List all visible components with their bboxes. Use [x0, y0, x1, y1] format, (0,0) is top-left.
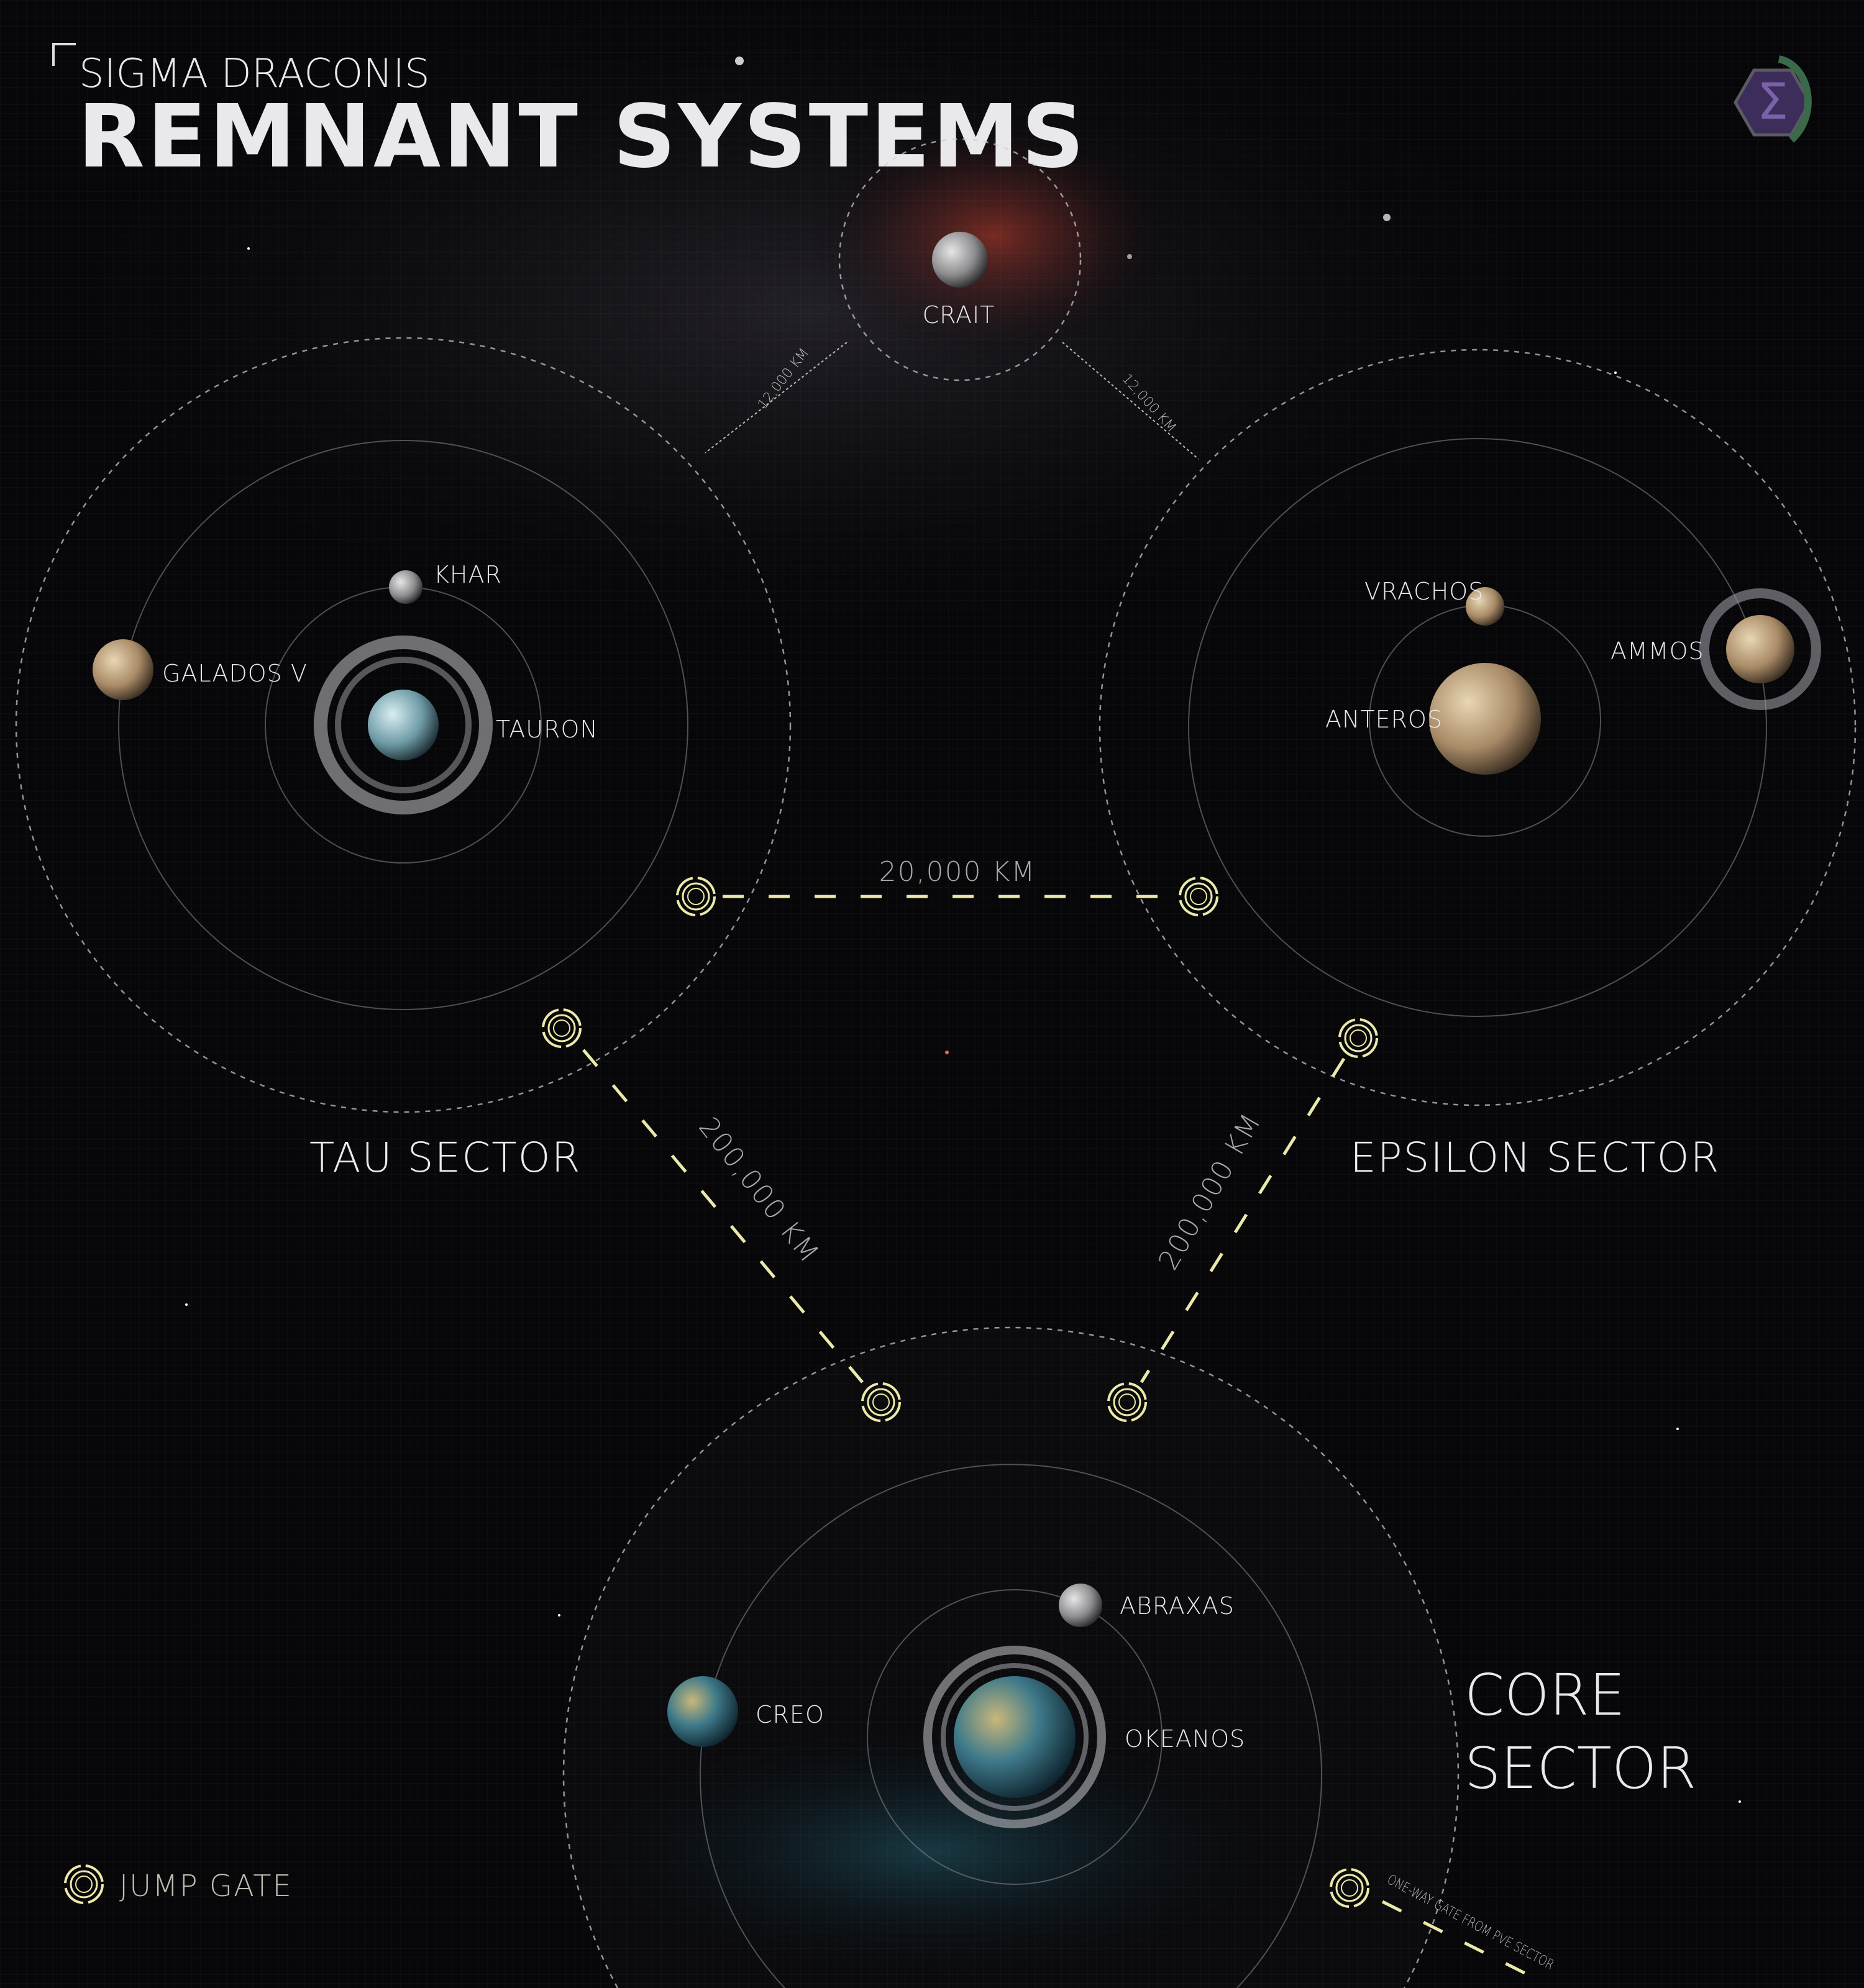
- planet-galados-v[interactable]: [93, 639, 153, 700]
- planet-label-galados-v: GALADOS V: [162, 660, 308, 687]
- planet-label-tauron: TAURON: [496, 716, 598, 743]
- sector-label-core-line1: CORE: [1464, 1662, 1625, 1728]
- legend-label: JUMP GATE: [119, 1869, 293, 1904]
- planet-label-khar: KHAR: [434, 561, 502, 588]
- core-sector: ABRAXAS CREO OKEANOS CORE SECTOR: [562, 1326, 1696, 1988]
- planet-label-okeanos: OKEANOS: [1125, 1725, 1245, 1753]
- planet-ammos[interactable]: [1726, 615, 1794, 683]
- planet-label-anteros: ANTEROS: [1325, 706, 1443, 733]
- epsilon-sector: VRACHOS ANTEROS AMMOS EPSILON SECTOR: [1099, 349, 1857, 1182]
- subtitle: SIGMA DRACONIS: [79, 51, 430, 97]
- corner-bracket: [52, 43, 76, 66]
- legend: JUMP GATE: [64, 1864, 293, 1904]
- planet-label-ammos: AMMOS: [1610, 637, 1704, 665]
- logo-glyph: Σ: [1757, 73, 1789, 130]
- planet-vrachos[interactable]: [1466, 587, 1504, 626]
- tau-sector: KHAR GALADOS V TAURON TAU SECTOR: [15, 337, 792, 1182]
- stars: [185, 57, 1741, 1803]
- planet-label-creo: CREO: [756, 1701, 825, 1728]
- planet-anteros[interactable]: [1429, 663, 1541, 775]
- planet-khar[interactable]: [389, 570, 423, 604]
- sector-label-core-line2: SECTOR: [1464, 1735, 1696, 1802]
- sector-label-tau: TAU SECTOR: [309, 1134, 581, 1182]
- planet-label-crait: CRAIT: [923, 301, 995, 329]
- planet-label-vrachos: VRACHOS: [1364, 578, 1484, 605]
- sigma-dragon-logo: Σ: [1734, 55, 1812, 143]
- planet-crait[interactable]: [932, 232, 988, 288]
- planet-tauron[interactable]: [368, 690, 439, 760]
- distance-tau-epsilon: 20,000 KM: [879, 856, 1036, 888]
- sector-label-epsilon: EPSILON SECTOR: [1350, 1134, 1720, 1182]
- planet-abraxas[interactable]: [1059, 1584, 1102, 1627]
- page-title: REMNANT SYSTEMS: [78, 86, 1087, 188]
- planet-okeanos[interactable]: [954, 1676, 1076, 1798]
- planet-creo[interactable]: [667, 1676, 738, 1747]
- planet-label-abraxas: ABRAXAS: [1120, 1592, 1235, 1620]
